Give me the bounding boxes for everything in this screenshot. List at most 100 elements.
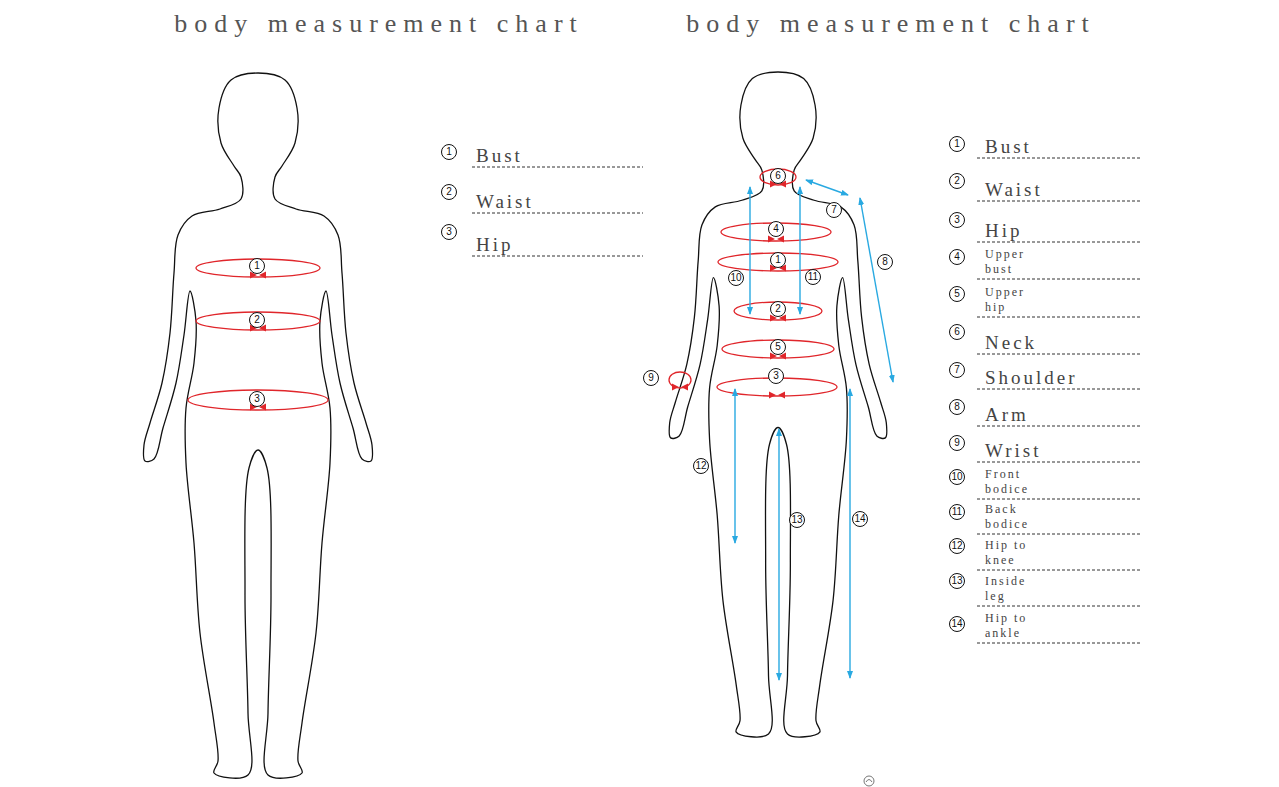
measure-band (734, 302, 822, 320)
measurement-name: Bust (985, 137, 1032, 156)
measure-band (760, 169, 796, 185)
list-number: 13 (951, 576, 962, 586)
list-number: 3 (954, 215, 960, 225)
callout-circle (878, 255, 893, 270)
callout-circle (950, 574, 965, 589)
length-arrow (749, 187, 750, 314)
callout-number: 9 (648, 373, 654, 383)
callout-number: 10 (730, 273, 741, 283)
band-arrowheads (672, 384, 688, 391)
callout-circle (950, 213, 965, 228)
length-arrow (799, 187, 800, 314)
length-arrow (778, 429, 779, 680)
callout-circle (442, 185, 457, 200)
measure-band (721, 223, 831, 241)
measurement-name: Hip to knee (985, 538, 1047, 568)
callout-number: 8 (882, 257, 888, 267)
measurement-name: Neck (985, 333, 1037, 352)
callout-circle (806, 270, 821, 285)
length-arrow (734, 389, 735, 543)
list-number: 3 (446, 227, 452, 237)
list-number: 12 (951, 541, 962, 551)
list-number: 1 (446, 147, 452, 157)
list-number: 5 (954, 289, 960, 299)
callout-circle (950, 436, 965, 451)
callout-circle (950, 287, 965, 302)
measurement-name: Waist (985, 180, 1043, 199)
dashed-rule (977, 534, 1141, 535)
chart-title: body measurement chart (686, 11, 1096, 37)
callout-number: 2 (775, 304, 781, 314)
dashed-rule (977, 606, 1141, 607)
list-number: 1 (954, 139, 960, 149)
dashed-rule (977, 201, 1141, 202)
measure-band (188, 390, 328, 410)
measurement-name: Shoulder (985, 368, 1078, 387)
callout-circle (250, 259, 265, 274)
length-arrow (860, 198, 893, 382)
callout-circle (827, 203, 842, 218)
dashed-rule (977, 499, 1141, 500)
dashed-rule (977, 462, 1141, 463)
callout-circle (442, 225, 457, 240)
dashed-rule (977, 643, 1141, 644)
measurement-name: Hip (476, 235, 514, 254)
callout-number: 1 (775, 255, 781, 265)
dashed-rule (977, 279, 1141, 280)
list-number: 2 (446, 187, 452, 197)
callout-number: 12 (695, 461, 706, 471)
list-number: 10 (951, 472, 962, 482)
callout-circle (771, 169, 786, 184)
list-number: 6 (954, 327, 960, 337)
callout-circle (729, 271, 744, 286)
length-arrow (849, 389, 850, 678)
measurement-name: Upper bust (985, 247, 1047, 277)
body-outline (669, 72, 887, 737)
measure-band (196, 312, 320, 330)
logo-ring (864, 776, 874, 786)
callout-number: 14 (854, 514, 865, 524)
callout-circle (644, 371, 659, 386)
callout-circle (853, 512, 868, 527)
dashed-rule (977, 570, 1141, 571)
list-number: 4 (954, 252, 960, 262)
measurement-name: Back bodice (985, 502, 1047, 532)
dashed-rule (977, 242, 1141, 243)
list-number: 2 (954, 176, 960, 186)
callout-circle (790, 513, 805, 528)
callout-circle (771, 302, 786, 317)
measurement-name: Waist (476, 192, 534, 211)
measurement-name: Upper hip (985, 285, 1047, 315)
callout-number: 4 (773, 224, 779, 234)
dashed-rule (472, 167, 643, 168)
callout-circle (950, 539, 965, 554)
callout-number: 7 (831, 205, 837, 215)
callout-circle (771, 253, 786, 268)
callout-number: 2 (254, 315, 260, 325)
dashed-rule (977, 426, 1141, 427)
callout-number: 5 (775, 342, 781, 352)
body-outlines (143, 72, 887, 778)
callout-circle (769, 222, 784, 237)
dashed-rule (977, 389, 1141, 390)
measurement-name: Front bodice (985, 467, 1047, 497)
measurement-name: Bust (476, 146, 523, 165)
callout-circle (950, 470, 965, 485)
callout-number: 13 (791, 515, 802, 525)
callout-number: 3 (254, 394, 260, 404)
callout-circles (250, 137, 965, 632)
dashed-rule (977, 317, 1141, 318)
measurement-name: Arm (985, 405, 1029, 424)
callout-circle (950, 363, 965, 378)
dashed-rule (977, 354, 1141, 355)
dashed-rules (472, 158, 1141, 643)
logo-swirl (866, 780, 872, 783)
chart-title: body measurement chart (174, 11, 584, 37)
callout-number: 1 (254, 261, 260, 271)
callout-circle (950, 505, 965, 520)
measurement-name: Hip (985, 221, 1023, 240)
measure-band (196, 259, 320, 277)
callout-circle (950, 400, 965, 415)
callout-circle (771, 340, 786, 355)
